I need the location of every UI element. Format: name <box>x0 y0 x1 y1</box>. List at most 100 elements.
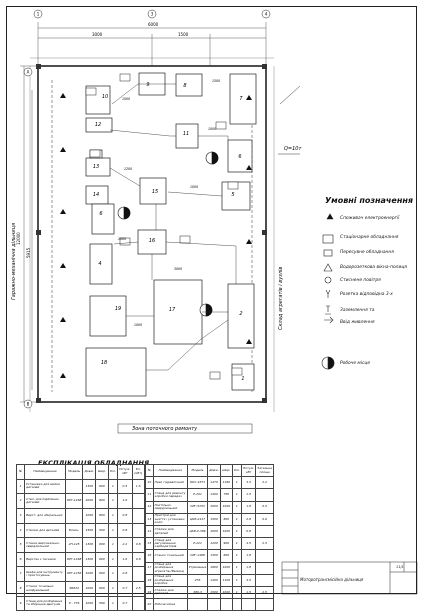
table-cell: 600 <box>95 537 109 553</box>
table-cell: 1.5 <box>240 585 257 600</box>
table-cell: 1.6 <box>117 493 133 509</box>
axis-a: A <box>27 70 30 75</box>
table-cell <box>255 524 274 539</box>
table-cell: 900 <box>219 537 233 551</box>
sheet-number: 11/1 <box>396 565 404 569</box>
table-cell: 1 <box>107 581 119 597</box>
svg-text:13: 13 <box>93 164 99 170</box>
dim-total: 6000 <box>148 22 159 27</box>
table-cell: 1300 <box>82 551 97 568</box>
station-12 <box>85 117 113 133</box>
table-cell: 1 <box>107 522 119 539</box>
table-cell: ЗБ634 <box>64 581 84 597</box>
table-cell: 750 <box>219 488 233 502</box>
svg-text:16: 16 <box>149 238 155 244</box>
table-cell: 500 <box>95 522 109 539</box>
table-cell <box>231 598 243 611</box>
legend-item: Робоче місце <box>340 361 371 366</box>
table-cell: 380-3 <box>186 585 209 600</box>
table-cell: Верст. для збиральних <box>24 507 66 524</box>
table-cell: 600 <box>95 566 109 582</box>
table-cell: 9 <box>15 595 26 611</box>
table-cell: 600 <box>95 478 109 495</box>
table-cell: 800 <box>219 512 233 526</box>
table-cell: Установка для мийки деталей <box>24 478 66 495</box>
table-cell: 10 <box>145 476 154 490</box>
table-cell: 1300 <box>82 537 97 553</box>
legend-item: Заземлення та <box>340 308 375 313</box>
drawing-title: Моторотрансмісійна дільниця <box>300 577 364 582</box>
table-cell: 0.8 <box>131 551 146 568</box>
svg-text:10: 10 <box>102 94 108 100</box>
table-cell: 0.8 <box>117 522 133 539</box>
table-cell: 1 <box>107 551 119 568</box>
legend-title: Умовні позначення <box>325 196 414 205</box>
table-cell: 590 <box>95 595 109 611</box>
table-right: № Найменування Модель Довж. Шир. Кіл. По… <box>145 463 274 611</box>
table-cell: 1300 <box>207 549 221 563</box>
table-cell: 2.5 <box>255 585 274 600</box>
table-cell: 2Т6 <box>186 573 209 587</box>
table-cell: Стенд для ремонту коробки передач <box>152 488 188 502</box>
table-cell: 1 <box>107 595 119 611</box>
table-cell <box>131 595 146 611</box>
axis-4: 4 <box>265 12 268 17</box>
table-cell: 1 <box>107 537 119 553</box>
svg-text:11: 11 <box>183 131 189 137</box>
table-cell: Р-221 <box>186 537 209 551</box>
table-cell: Стенд для розбирання та збирання двигуні… <box>24 595 66 611</box>
equipment-table: № Найменування Модель Довж. Шир. Кіл. По… <box>15 463 274 611</box>
table-cell <box>64 507 84 524</box>
table-cell: ОКС-1671 <box>186 476 209 490</box>
table-cell: 1 <box>107 478 119 495</box>
table-cell: 2.2 <box>117 537 133 553</box>
table-cell: 1400 <box>207 488 221 502</box>
zone-bottom-label: Зона поточного ремонту <box>132 426 198 432</box>
station-17 <box>153 279 203 345</box>
table-cell: 0.8 <box>117 507 133 524</box>
table-cell: 19 <box>145 585 154 600</box>
table-cell: 1 <box>231 476 243 490</box>
svg-text:1000: 1000 <box>190 185 198 189</box>
table-cell: 4 <box>15 522 26 539</box>
table-cell <box>255 573 274 587</box>
table-cell: 1000 <box>82 595 97 611</box>
table-cell: 7 <box>15 566 26 582</box>
table-header: № Найменування Модель Довж. Шир. Кіл. По… <box>145 463 274 478</box>
table-cell: 1 <box>231 524 243 539</box>
table-cell: 3.5 <box>240 573 257 587</box>
table-cell <box>64 478 84 495</box>
table-cell: 1600 <box>207 561 221 575</box>
svg-text:1000: 1000 <box>134 323 142 327</box>
table-title: ЕКСПЛІКАЦІЯ ОБЛАДНАННЯ <box>38 459 150 467</box>
table-cell: ЦКБ-2417 <box>186 512 209 526</box>
svg-text:17: 17 <box>169 307 176 313</box>
station-6b <box>91 203 115 235</box>
table-cell: 1500 <box>207 585 221 600</box>
svg-text:9: 9 <box>146 82 149 88</box>
table-cell: 1 <box>231 573 243 587</box>
table-cell <box>255 549 274 563</box>
table-cell: 1 <box>231 488 243 502</box>
table-cell <box>186 598 209 611</box>
table-cell: 1 <box>231 585 243 600</box>
table-cell: 1.5 <box>131 478 146 495</box>
zone-right-label: Склад агрегатів і вузлів <box>278 267 284 330</box>
table-cell: 1200 <box>207 537 221 551</box>
table-cell: 2.8 <box>240 512 257 526</box>
table-cell: 600 <box>95 581 109 597</box>
table-cell: ОРГ-5153 <box>186 500 209 514</box>
workplace-icon <box>117 206 131 220</box>
table-cell: Р-201 <box>186 488 209 502</box>
table-cell: 1 <box>231 537 243 551</box>
table-cell: 0.8 <box>131 537 146 553</box>
